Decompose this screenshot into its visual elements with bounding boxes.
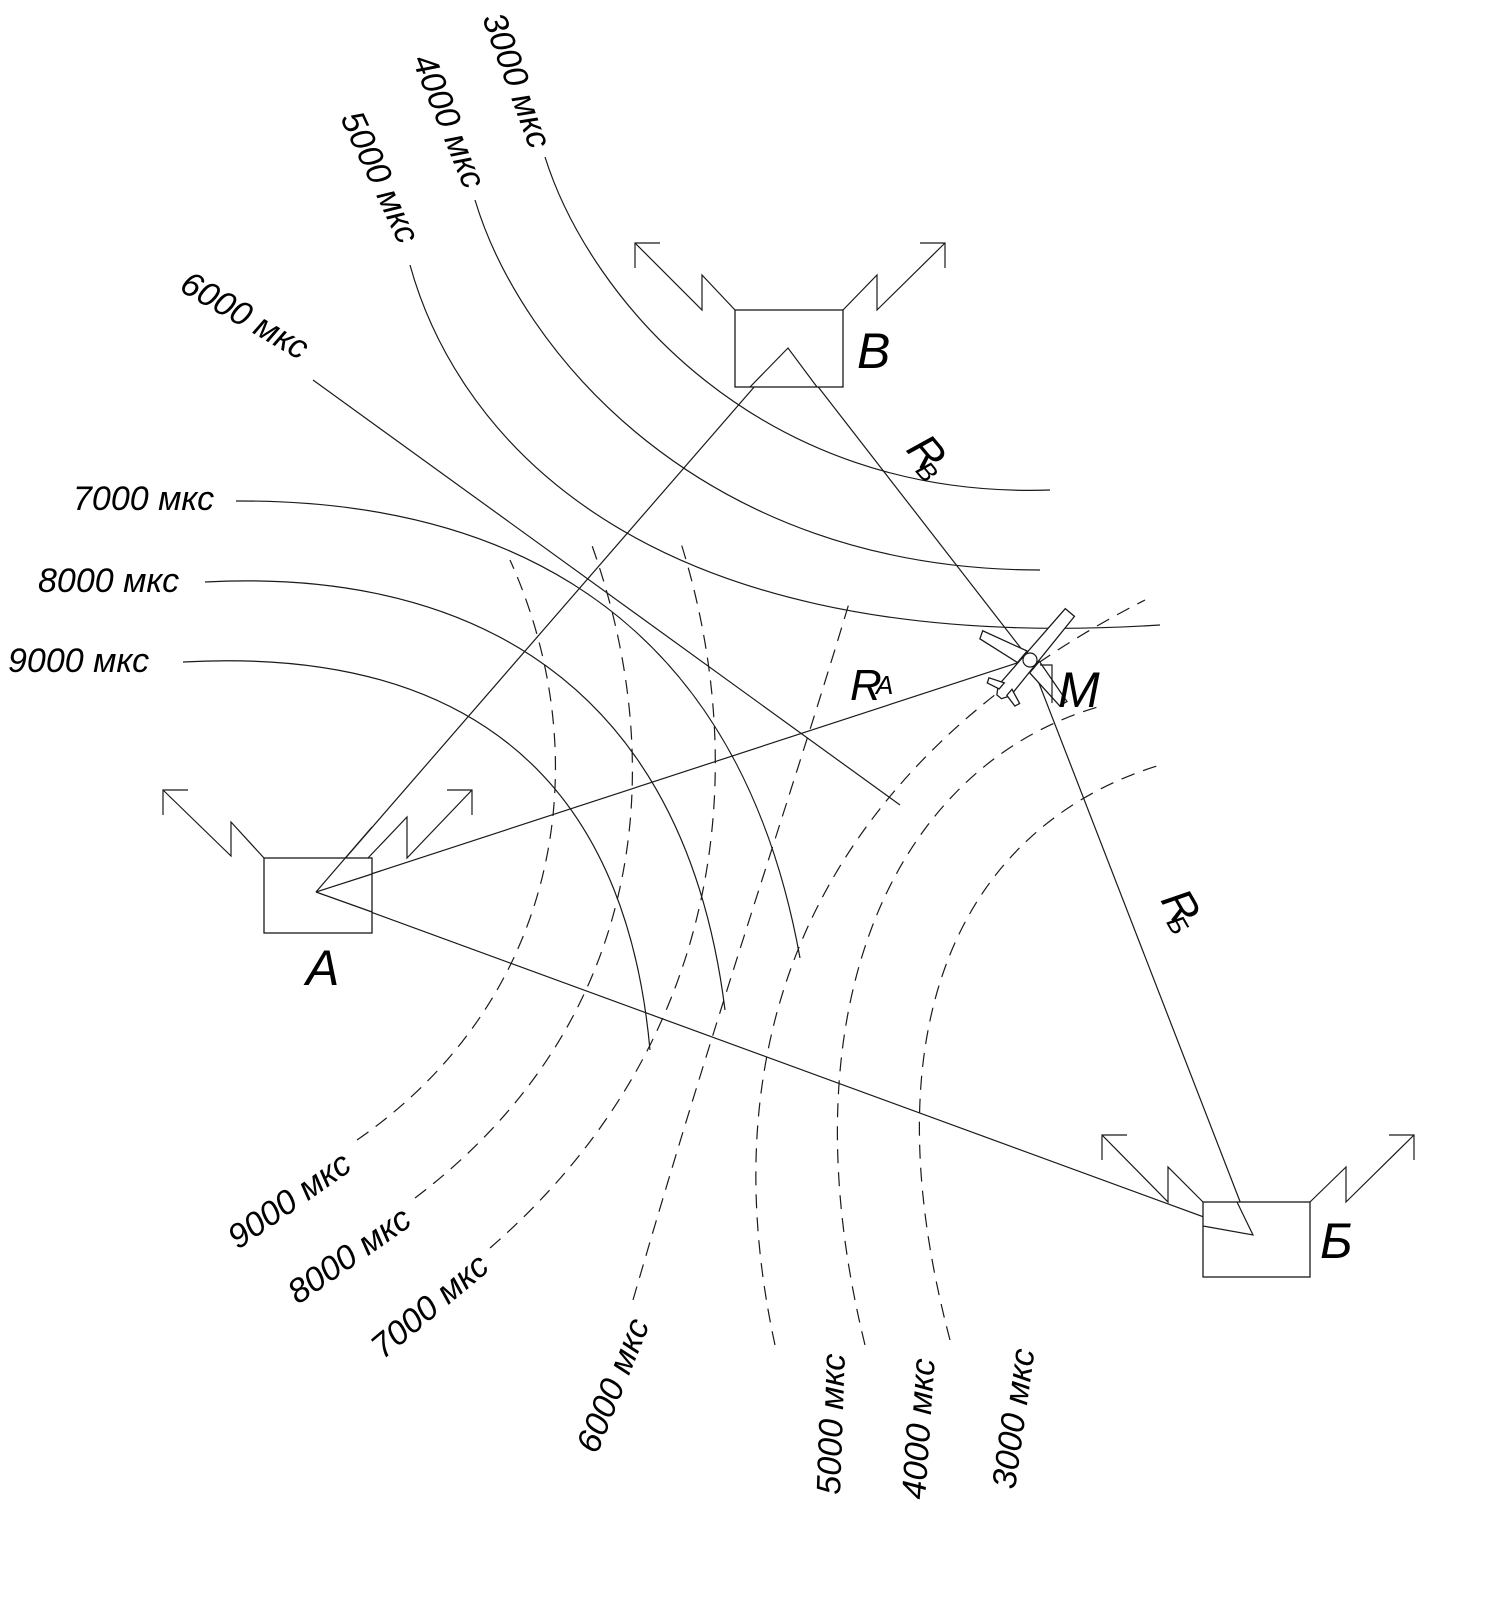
- station-box: [1202, 1201, 1311, 1278]
- antenna-right-icon: [1309, 1134, 1415, 1204]
- solid-isochrone-7000: [235, 500, 801, 959]
- antenna-right-icon: [367, 789, 473, 860]
- iso-label-ab-7000: 7000 мкс: [364, 1246, 496, 1366]
- station-a: [162, 789, 473, 934]
- dashed-isochrone-9000: [356, 559, 557, 1141]
- baselines: [315, 347, 1254, 1236]
- iso-label-ab-5000: 5000 мкс: [810, 1353, 853, 1495]
- iso-label-av-6000: 6000 мкс: [174, 264, 315, 367]
- baseline-v-inner: [749, 347, 818, 388]
- range-line-ra-inner: [315, 873, 373, 893]
- isochrone-labels-ab: 9000 мкс 8000 мкс 7000 мкс 6000 мкс 5000…: [221, 1145, 1043, 1501]
- station-label-a: А: [303, 940, 339, 996]
- antenna-left-icon: [1101, 1134, 1204, 1204]
- point-m-marker: [1022, 652, 1038, 668]
- iso-label-av-4000: 4000 мкс: [405, 49, 493, 194]
- solid-isochrone-5000: [409, 264, 1161, 629]
- station-box: [263, 857, 373, 934]
- station-b: [1101, 1134, 1415, 1278]
- baseline-b-inner: [1202, 1201, 1255, 1236]
- baseline-a-v: [315, 347, 789, 893]
- dashed-isochrone-3000: [918, 764, 1161, 1341]
- antenna-left-arrowhead: [1101, 1134, 1127, 1160]
- aircraft-icon: [979, 607, 1076, 707]
- antenna-left-icon: [634, 242, 736, 312]
- baseline-a-v-inner: [315, 826, 373, 893]
- iso-label-ab-4000: 4000 мкс: [895, 1357, 943, 1500]
- baseline-a-b-inner: [315, 891, 373, 913]
- range-line-ra: [315, 661, 1021, 893]
- antenna-left-arrowhead: [634, 242, 660, 268]
- range-ra-main: R: [850, 661, 882, 710]
- range-label-ra: R A: [850, 661, 893, 710]
- solid-isochrone-9000: [182, 660, 651, 1051]
- solid-isochrone-8000: [204, 580, 726, 1011]
- antenna-left-icon: [162, 789, 265, 859]
- dashed-isochrone-4000: [836, 704, 1106, 1346]
- antenna-right-icon: [842, 242, 946, 312]
- iso-label-av-3000: 3000 мкс: [474, 8, 558, 154]
- range-label-rb: R Б: [1151, 881, 1209, 940]
- iso-label-av-8000: 8000 мкс: [38, 562, 179, 600]
- antenna-right-arrowhead: [447, 789, 473, 815]
- dashed-isochrone-6000: [632, 599, 851, 1301]
- antenna-right-arrowhead: [920, 242, 946, 268]
- iso-label-ab-3000: 3000 мкс: [985, 1346, 1042, 1491]
- point-label-m: М: [1058, 662, 1100, 718]
- antenna-left-arrowhead: [162, 789, 188, 815]
- isochrone-labels-av: 3000 мкс 4000 мкс 5000 мкс 6000 мкс 7000…: [8, 8, 558, 680]
- solid-isochrone-4000: [474, 199, 1041, 571]
- iso-label-av-5000: 5000 мкс: [333, 105, 427, 249]
- antenna-right-arrowhead: [1389, 1134, 1415, 1160]
- iso-label-ab-6000: 6000 мкс: [569, 1313, 657, 1458]
- station-v: [634, 242, 946, 388]
- range-line-rb: [1029, 659, 1254, 1236]
- station-label-b: Б: [1320, 1213, 1353, 1269]
- point-m-bracket: [1040, 664, 1053, 703]
- dashed-isochrone-8000: [414, 539, 633, 1199]
- iso-label-av-7000: 7000 мкс: [73, 480, 214, 518]
- iso-label-av-9000: 9000 мкс: [8, 642, 149, 680]
- iso-label-ab-8000: 8000 мкс: [281, 1200, 418, 1312]
- isochrones-solid: [182, 156, 1161, 1051]
- baseline-a-b: [315, 891, 1254, 1236]
- station-label-v: В: [857, 323, 890, 379]
- range-line-rv: [787, 347, 1031, 661]
- range-label-rv: R В: [897, 425, 955, 488]
- range-ra-sub: A: [874, 670, 893, 700]
- solid-isochrone-3000: [544, 156, 1051, 491]
- dashed-isochrone-7000: [489, 539, 716, 1249]
